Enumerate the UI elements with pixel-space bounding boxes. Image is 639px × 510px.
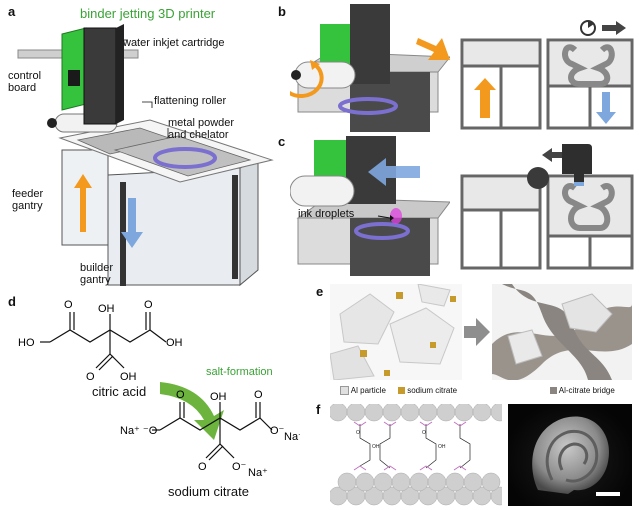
svg-text:Na⁺: Na⁺ bbox=[284, 431, 300, 443]
panel-b-schematic bbox=[460, 20, 634, 130]
process-arrow-e bbox=[464, 318, 490, 346]
printed-ring bbox=[153, 147, 217, 169]
label-powder: metal powder and chelator bbox=[168, 117, 235, 141]
scale-bar bbox=[596, 492, 620, 496]
citrate-chains bbox=[359, 424, 471, 469]
feeder-up-arrow bbox=[74, 174, 92, 232]
svg-text:O: O bbox=[356, 430, 360, 436]
bottom-sphere-row bbox=[330, 472, 502, 506]
panel-f-letter: f bbox=[316, 402, 321, 417]
label-roller: flattening roller bbox=[154, 95, 227, 107]
svg-text:O: O bbox=[64, 299, 73, 311]
svg-text:OH: OH bbox=[210, 391, 227, 403]
printed-shell-object bbox=[532, 416, 620, 496]
legend-al-swatch bbox=[340, 386, 349, 396]
svg-text:Na⁺: Na⁺ bbox=[248, 467, 268, 479]
svg-text:OH: OH bbox=[372, 444, 380, 450]
svg-text:O: O bbox=[422, 430, 426, 436]
top-sphere-row bbox=[330, 404, 502, 422]
svg-text:OH: OH bbox=[120, 371, 137, 383]
printer-illustration bbox=[17, 24, 274, 287]
svg-text:O⁻: O⁻ bbox=[232, 461, 247, 473]
panel-c-letter: c bbox=[278, 134, 286, 149]
legend-bridge: Al-citrate bridge bbox=[550, 386, 615, 395]
panel-e-letter: e bbox=[316, 284, 324, 299]
builder-box-side bbox=[239, 159, 259, 287]
printed-part-c bbox=[562, 183, 615, 231]
label-citric-acid: citric acid bbox=[92, 384, 147, 399]
builder-down-arrow bbox=[121, 198, 143, 248]
inkjet-head-icon bbox=[562, 144, 592, 182]
legend-al-particle: Al particle bbox=[340, 386, 386, 396]
powder-bed-builder bbox=[113, 135, 252, 177]
svg-text:O⁻: O⁻ bbox=[270, 425, 285, 437]
panel-c-render bbox=[290, 136, 450, 276]
svg-text:O: O bbox=[176, 389, 185, 401]
svg-text:OH: OH bbox=[166, 337, 183, 349]
panel-e-bridges bbox=[492, 284, 632, 380]
svg-text:O: O bbox=[86, 371, 95, 383]
down-arrow-b bbox=[596, 92, 616, 124]
panel-a-letter: a bbox=[8, 4, 16, 19]
svg-text:OH: OH bbox=[438, 444, 446, 450]
up-arrow-b bbox=[474, 78, 496, 118]
svg-text:O: O bbox=[254, 389, 263, 401]
right-arrow-icon bbox=[602, 21, 626, 35]
legend-al-text: Al particle bbox=[350, 386, 386, 395]
label-builder: builder gantry bbox=[80, 262, 114, 286]
legend-sc-swatch bbox=[398, 387, 405, 395]
label-salt-formation: salt-formation bbox=[206, 366, 273, 378]
svg-text:O: O bbox=[198, 461, 207, 473]
panel-b-render bbox=[290, 4, 450, 132]
inkjet-head bbox=[83, 27, 117, 125]
panel-d-letter: d bbox=[8, 294, 16, 309]
panel-a-title: binder jetting 3D printer bbox=[80, 6, 216, 21]
panel-c-schematic bbox=[460, 144, 634, 270]
label-cartridge: water inkjet cartridge bbox=[123, 37, 225, 49]
magenta-coordination bbox=[353, 421, 467, 471]
left-arrow-c bbox=[368, 158, 420, 186]
legend-bridge-text: Al-citrate bridge bbox=[558, 386, 615, 395]
citric-acid-structure: O O OH HO OH O OH O O OH Na⁺ ⁻O O⁻ Na⁺ O… bbox=[18, 299, 300, 479]
svg-text:O: O bbox=[144, 299, 153, 311]
panel-g-photo bbox=[508, 404, 632, 506]
svg-text:OH: OH bbox=[98, 303, 115, 315]
panel-f-surface-chelation: OH OH O O bbox=[330, 404, 502, 506]
svg-text:Na⁺ ⁻O: Na⁺ ⁻O bbox=[120, 425, 158, 437]
label-ink-droplets: ink droplets bbox=[298, 208, 355, 220]
process-arrow-icon-b bbox=[416, 38, 450, 60]
control-board bbox=[61, 27, 87, 111]
printed-part-b bbox=[562, 44, 615, 87]
label-control-board: control board bbox=[8, 70, 42, 94]
svg-text:HO: HO bbox=[18, 337, 35, 349]
panel-e-particles bbox=[330, 284, 462, 380]
label-feeder: feeder gantry bbox=[12, 188, 44, 212]
roller-ball-icon bbox=[527, 167, 549, 189]
left-arrow-icon bbox=[542, 148, 566, 162]
legend-bridge-swatch bbox=[550, 387, 557, 395]
label-sodium-citrate: sodium citrate bbox=[168, 484, 249, 499]
legend-sodium-citrate: sodium citrate bbox=[398, 386, 457, 395]
ink-droplet-glow bbox=[390, 208, 402, 224]
legend-sc-text: sodium citrate bbox=[407, 386, 458, 395]
panel-b-letter: b bbox=[278, 4, 286, 19]
